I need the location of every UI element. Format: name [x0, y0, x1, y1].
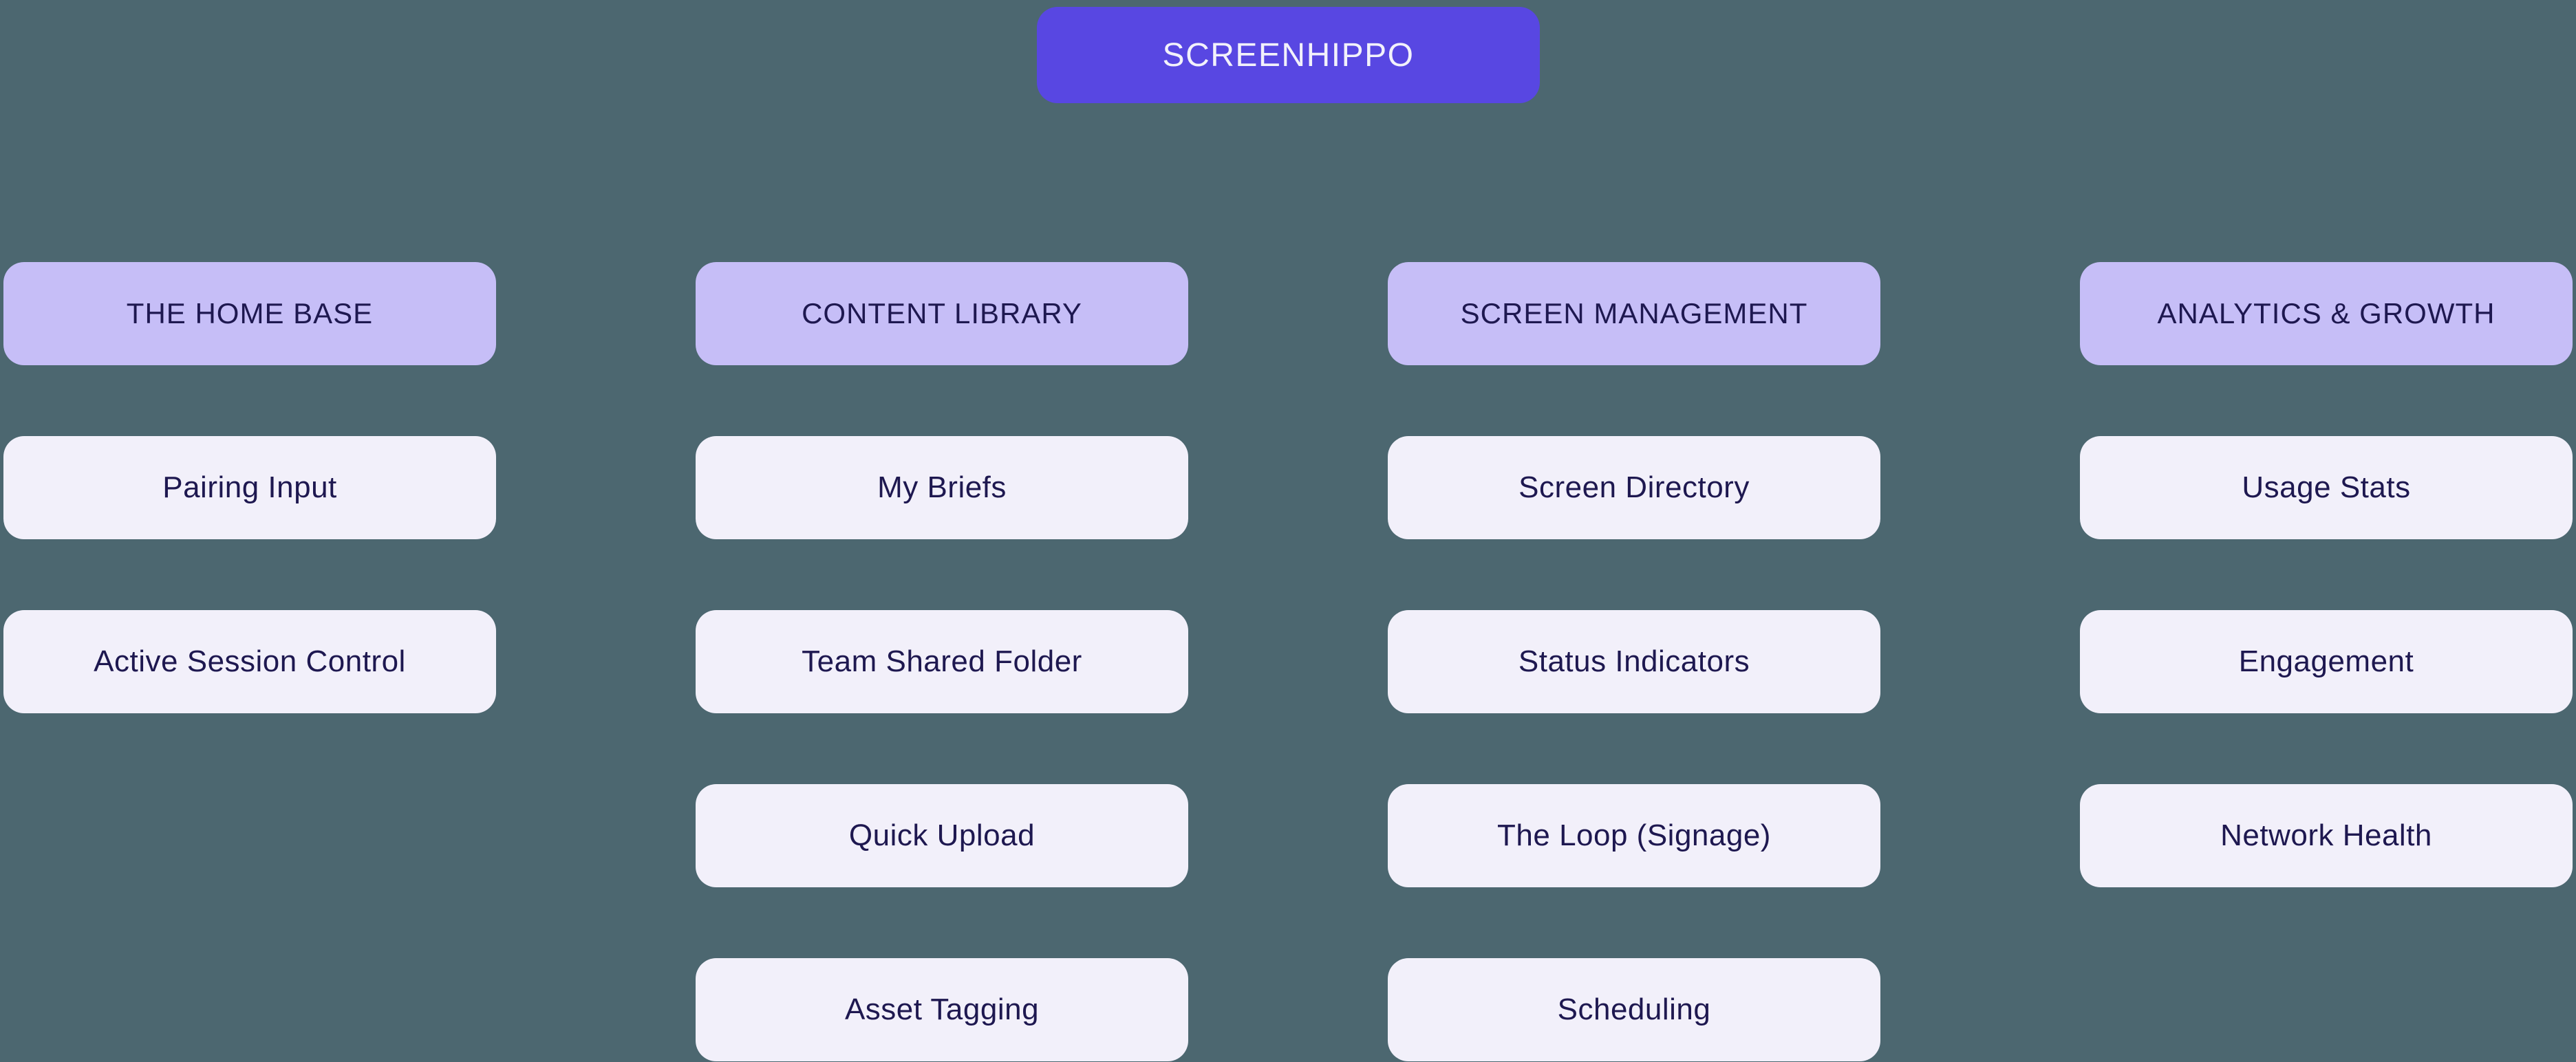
node-item-label: Network Health: [2220, 819, 2432, 852]
node-item-label: Asset Tagging: [844, 993, 1040, 1026]
node-item-label: Usage Stats: [2242, 470, 2411, 504]
node-item-screen-directory[interactable]: Screen Directory: [1388, 436, 1880, 539]
node-item-asset-tagging[interactable]: Asset Tagging: [696, 958, 1188, 1061]
node-item-engagement[interactable]: Engagement: [2080, 610, 2573, 713]
node-header-home-base[interactable]: THE HOME BASE: [3, 262, 496, 365]
node-item-my-briefs[interactable]: My Briefs: [696, 436, 1188, 539]
node-header-content-library[interactable]: CONTENT LIBRARY: [696, 262, 1188, 365]
node-item-active-session-control[interactable]: Active Session Control: [3, 610, 496, 713]
node-header-label: SCREEN MANAGEMENT: [1460, 297, 1808, 329]
column-home-base: THE HOME BASE Pairing Input Active Sessi…: [3, 262, 496, 1061]
node-item-status-indicators[interactable]: Status Indicators: [1388, 610, 1880, 713]
node-item-label: Quick Upload: [848, 819, 1035, 852]
node-item-scheduling[interactable]: Scheduling: [1388, 958, 1880, 1061]
node-item-label: Pairing Input: [162, 470, 337, 504]
node-header-label: CONTENT LIBRARY: [802, 297, 1082, 329]
node-root-label: SCREENHIPPO: [1162, 36, 1415, 74]
node-header-label: THE HOME BASE: [126, 297, 374, 329]
node-item-label: My Briefs: [877, 470, 1007, 504]
node-item-the-loop-signage[interactable]: The Loop (Signage): [1388, 784, 1880, 887]
column-content-library: CONTENT LIBRARY My Briefs Team Shared Fo…: [696, 262, 1188, 1061]
node-item-team-shared-folder[interactable]: Team Shared Folder: [696, 610, 1188, 713]
node-item-label: Team Shared Folder: [802, 644, 1082, 678]
node-item-label: The Loop (Signage): [1497, 819, 1771, 852]
node-item-network-health[interactable]: Network Health: [2080, 784, 2573, 887]
node-header-analytics-growth[interactable]: ANALYTICS & GROWTH: [2080, 262, 2573, 365]
column-analytics-growth: ANALYTICS & GROWTH Usage Stats Engagemen…: [2080, 262, 2573, 1061]
node-item-label: Status Indicators: [1518, 644, 1750, 678]
node-item-label: Screen Directory: [1518, 470, 1750, 504]
column-screen-management: SCREEN MANAGEMENT Screen Directory Statu…: [1388, 262, 1880, 1061]
node-header-screen-management[interactable]: SCREEN MANAGEMENT: [1388, 262, 1880, 365]
node-item-label: Scheduling: [1557, 993, 1711, 1026]
node-item-label: Engagement: [2238, 644, 2414, 678]
node-item-label: Active Session Control: [94, 644, 406, 678]
node-root[interactable]: SCREENHIPPO: [1037, 7, 1540, 103]
node-header-label: ANALYTICS & GROWTH: [2157, 297, 2496, 329]
node-item-quick-upload[interactable]: Quick Upload: [696, 784, 1188, 887]
node-item-pairing-input[interactable]: Pairing Input: [3, 436, 496, 539]
columns-row: THE HOME BASE Pairing Input Active Sessi…: [3, 262, 2573, 1061]
node-item-usage-stats[interactable]: Usage Stats: [2080, 436, 2573, 539]
